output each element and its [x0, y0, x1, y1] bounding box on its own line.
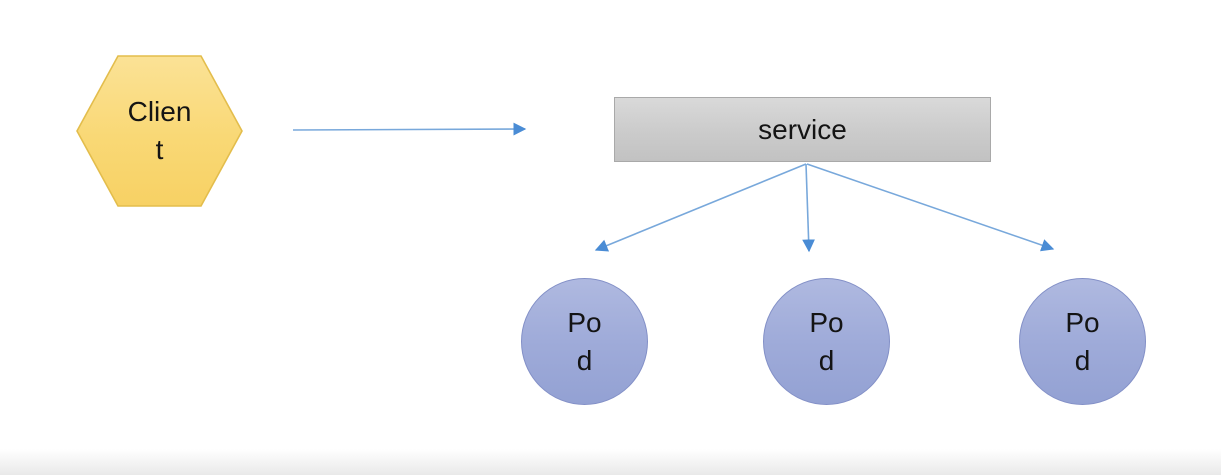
pod-1-label-line2: d [576, 344, 593, 376]
client-label: Clien t [128, 93, 192, 169]
arrow-service-to-pod-1 [594, 163, 807, 252]
pod-3-label: Po d [1065, 304, 1099, 380]
pod-2-label: Po d [809, 304, 843, 380]
node-pod-2: Po d [763, 278, 890, 405]
pod-3-label-line2: d [1074, 344, 1091, 376]
hexagon-shape [76, 55, 243, 207]
arrow-client-to-service [292, 122, 527, 136]
pod-3-label-line1: Po [1065, 306, 1100, 338]
client-label-line1: Clien [127, 96, 192, 127]
node-pod-1: Po d [521, 278, 648, 405]
pod-1-label-line1: Po [567, 306, 602, 338]
pod-1-label: Po d [567, 304, 601, 380]
arrow-service-to-pod-3 [806, 163, 1055, 252]
bottom-fade-strip [0, 449, 1221, 475]
arrow-service-to-pod-2 [802, 163, 815, 253]
node-service: service [614, 97, 991, 162]
pod-2-label-line2: d [818, 344, 835, 376]
service-label: service [758, 113, 847, 145]
pod-2-label-line1: Po [809, 306, 844, 338]
node-client: Clien t [76, 55, 243, 207]
node-pod-3: Po d [1019, 278, 1146, 405]
client-label-line2: t [155, 134, 164, 165]
